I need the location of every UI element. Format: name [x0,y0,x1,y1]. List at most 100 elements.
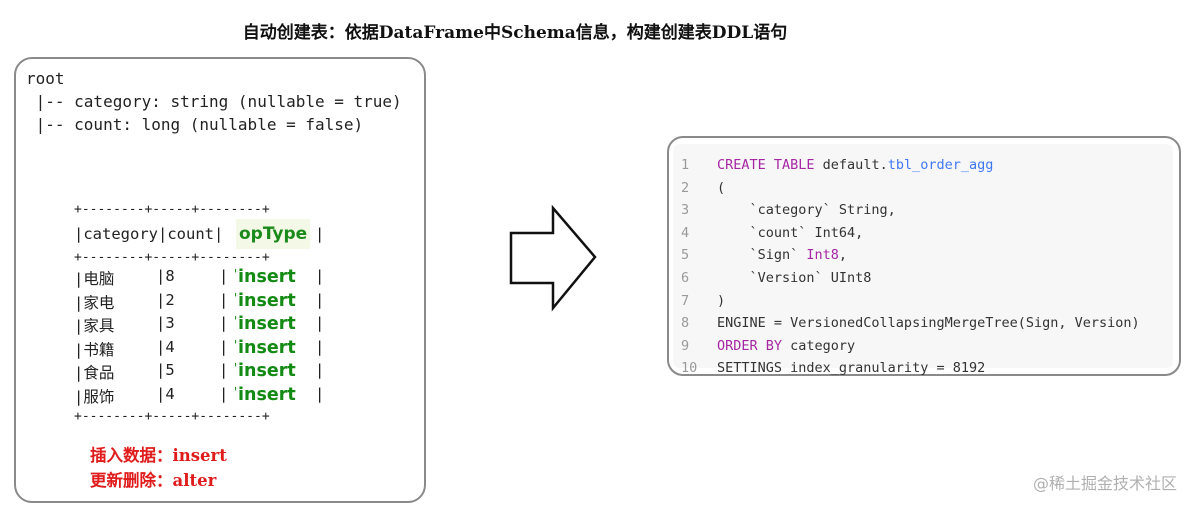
code-line: 6 `Version` UInt8 [681,267,1140,290]
quote-mark: ' [232,267,240,281]
line-number: 1 [681,157,690,173]
table-row: |食品|5|'insert| [74,361,324,385]
line-number: 2 [681,179,690,196]
quote-mark: ' [232,290,240,305]
keyword-create-table: CREATE TABLE [717,157,815,173]
cell-count: |8 [156,267,175,285]
code-line: 7) [681,290,1140,313]
cell-category: |食品 [74,364,115,382]
diagram-title: 自动创建表：依据DataFrame中Schema信息，构建创建表DDL语句 [242,23,788,43]
code-text: SETTINGS index_granularity = 8192 [717,360,986,377]
line-number: 8 [681,315,690,332]
code-text: `category` String, [717,202,896,219]
cell-separator: | [219,290,229,309]
cell-separator: | [219,337,229,356]
table-row: |家电|2|'insert| [74,290,324,315]
cell-count: |4 [156,337,175,356]
code-line: 2( [681,177,1140,200]
watermark: @稀土掘金技术社区 [1032,474,1177,493]
cell-optype: insert [238,290,296,311]
cell-separator: | [219,361,229,379]
keyword-order-by: ORDER BY [717,337,783,354]
dataframe-table: +--------+-----+--------+ |category|coun… [74,201,324,426]
schema-line-category: |-- category: string (nullable = true) [26,92,402,111]
cell-end: | [315,337,325,356]
cell-optype: insert [238,337,296,358]
code-text: category [782,337,856,354]
table-border-mid: +--------+-----+--------+ [74,250,270,265]
line-number: 6 [681,269,690,286]
cell-end: | [315,314,325,332]
dataframe-panel: root |-- category: string (nullable = tr… [14,57,426,503]
cell-optype: insert [238,384,296,405]
cell-separator: | [219,267,229,285]
cell-count: |2 [156,290,175,309]
note-insert: 插入数据：insert [90,446,227,465]
code-line: 3 `category` String, [681,199,1140,222]
code-text: `count` Int64, [717,224,864,241]
note-alter: 更新删除：alter [90,471,217,490]
right-arrow-icon [509,205,597,312]
code-text: `Sign` [717,247,807,264]
cell-category: |家电 [74,293,115,312]
line-number: 4 [681,224,690,241]
cell-optype: insert [238,361,296,381]
quote-mark: ' [232,361,240,375]
table-header: |category|count| opType | [74,219,324,249]
quote-mark: ' [232,384,240,399]
header-optype: opType [236,219,311,249]
notes: 插入数据：insert 更新删除：alter [90,443,227,493]
cell-separator: | [219,314,229,332]
code-line: 10 SETTINGS index_granularity = 8192 [681,357,1140,380]
code-text: `Version` UInt8 [717,269,872,286]
code-text: ) [717,292,726,309]
schema-block: root |-- category: string (nullable = tr… [26,67,402,136]
type-int8: Int8 [806,247,839,264]
table-border-top: +--------+-----+--------+ [74,202,270,217]
table-row: |电脑|8|'insert| [74,267,324,291]
cell-end: | [315,384,325,403]
code-text: ENGINE = VersionedCollapsingMergeTree(Si… [717,315,1140,332]
code-line: 1 CREATE TABLE default.tbl_order_agg [681,154,1140,177]
cell-end: | [315,290,325,309]
cell-count: |4 [156,384,175,403]
cell-category: |书籍 [74,340,115,359]
code-line: 5 `Sign` Int8, [681,244,1140,267]
code-text: ( [717,179,726,196]
table-body: |电脑|8|'insert||家电|2|'insert||家具|3|'inser… [74,267,324,409]
line-number: 7 [681,292,690,309]
code-line: 9 ORDER BY category [681,335,1140,358]
code-line: 8 ENGINE = VersionedCollapsingMergeTree(S… [681,312,1140,335]
table-name: tbl_order_agg [887,157,994,173]
line-number: 5 [681,247,690,264]
code-line: 4 `count` Int64, [681,222,1140,245]
line-number: 10 [681,360,698,377]
table-row: |家具|3|'insert| [74,314,324,338]
db-name: default. [814,157,888,173]
cell-count: |5 [156,361,175,379]
cell-end: | [315,267,325,285]
cell-category: |家具 [74,317,115,335]
cell-separator: | [219,384,229,403]
header-category-count: |category|count| [74,225,224,243]
cell-end: | [315,361,325,379]
cell-optype: insert [238,267,296,287]
schema-root: root [26,69,65,88]
line-number: 9 [681,337,690,354]
quote-mark: ' [232,337,240,352]
table-row: |书籍|4|'insert| [74,337,324,362]
header-end: | [315,225,325,243]
cell-count: |3 [156,314,175,332]
line-number: 3 [681,202,690,219]
code-text: , [838,247,848,264]
table-border-bottom: +--------+-----+--------+ [74,409,270,424]
cell-category: |服饰 [74,387,115,406]
cell-category: |电脑 [74,270,115,288]
quote-mark: ' [232,314,240,328]
table-row: |服饰|4|'insert| [74,384,324,409]
schema-line-count: |-- count: long (nullable = false) [26,115,364,134]
cell-optype: insert [238,314,296,334]
